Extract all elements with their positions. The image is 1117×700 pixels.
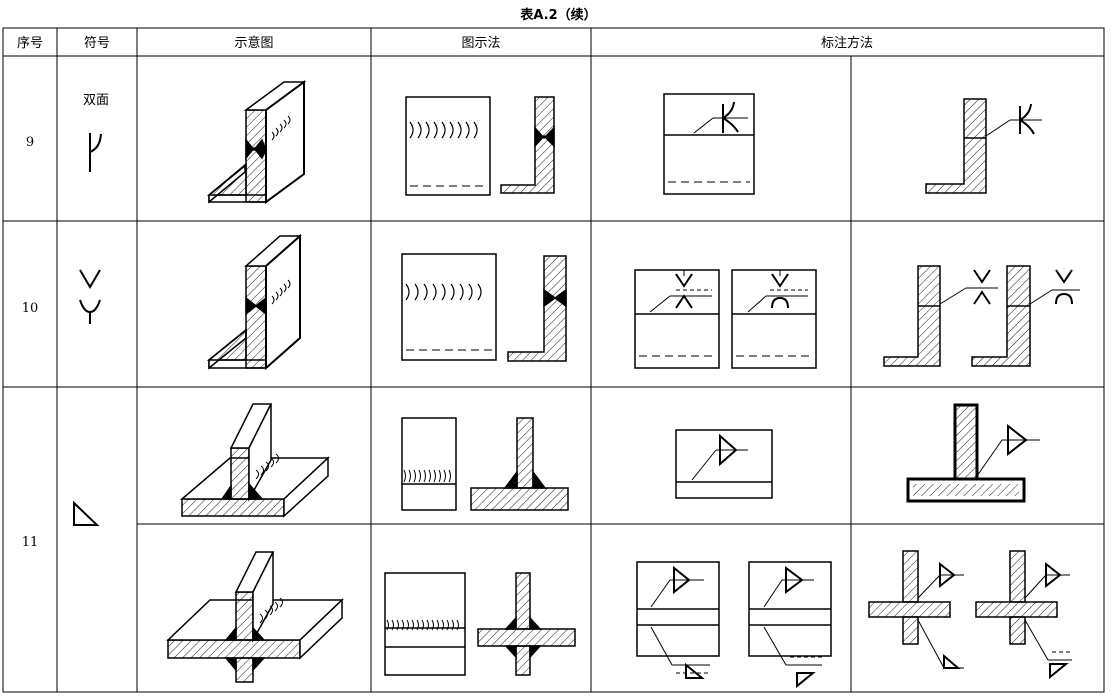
header-schematic: 示意图 bbox=[234, 35, 273, 51]
row11b-schematic-drawing bbox=[166, 551, 344, 683]
row9-annotation-left bbox=[663, 93, 755, 195]
row11b-annotation-left bbox=[636, 561, 832, 689]
row10-annotation-right bbox=[883, 265, 1080, 367]
header-symbol: 符号 bbox=[84, 35, 110, 51]
row11a-annotation-left bbox=[675, 429, 773, 499]
row10-graphic-drawing bbox=[401, 253, 567, 362]
table-grid bbox=[2, 27, 1105, 693]
row-number-11: 11 bbox=[22, 535, 39, 550]
row9-schematic-drawing bbox=[206, 80, 307, 204]
fillet-weld-triangle-symbol-icon bbox=[73, 500, 100, 526]
row9-graphic-drawing bbox=[405, 96, 555, 196]
header-seq: 序号 bbox=[17, 36, 43, 51]
row11a-annotation-right bbox=[906, 403, 1040, 503]
double-j-groove-symbol-icon bbox=[89, 133, 102, 172]
row11b-annotation-right bbox=[868, 550, 1072, 680]
row11a-graphic-drawing bbox=[401, 417, 569, 511]
row11a-schematic-drawing bbox=[179, 403, 330, 518]
row9-annotation-right bbox=[925, 98, 1042, 194]
double-u-groove-symbol-icon bbox=[79, 269, 101, 324]
row-number-10: 10 bbox=[22, 301, 39, 316]
row-number-9: 9 bbox=[26, 135, 34, 150]
header-annotation: 标注方法 bbox=[821, 35, 873, 51]
header-graphic: 图示法 bbox=[461, 36, 500, 51]
symbol-label-double-sided: 双面 bbox=[83, 93, 109, 108]
row11b-graphic-drawing bbox=[384, 572, 576, 676]
row10-annotation-left bbox=[634, 269, 817, 369]
row10-schematic-drawing bbox=[206, 233, 302, 371]
table-caption: 表A.2（续） bbox=[520, 8, 597, 23]
